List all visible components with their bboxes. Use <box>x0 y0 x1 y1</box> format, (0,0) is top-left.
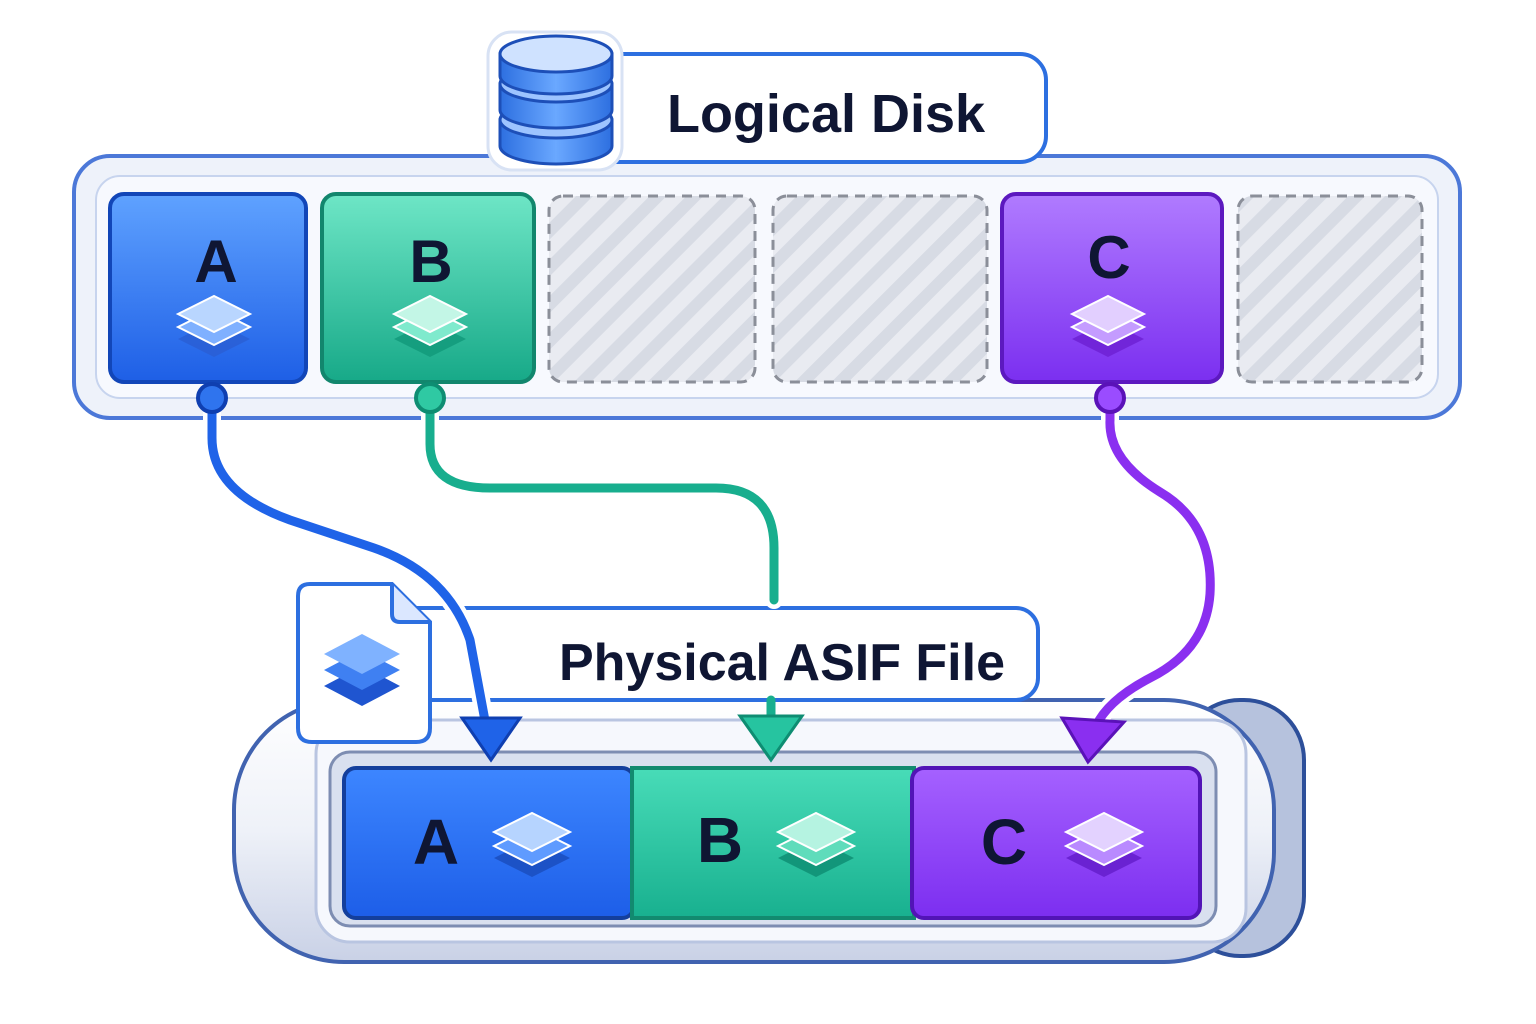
layers-icon <box>491 811 573 877</box>
logical-slot-empty-1 <box>547 194 757 384</box>
file-icon <box>296 582 432 744</box>
physical-file-title: Physical ASIF File <box>559 634 1005 692</box>
logical-block-label-b: B <box>409 228 452 295</box>
logical-slot-c: C <box>1000 192 1224 384</box>
mapping-arrow-c <box>1059 382 1220 765</box>
mapping-arrow-b <box>414 382 805 763</box>
layers-icon <box>175 294 253 357</box>
anchor-dot <box>414 382 446 414</box>
layers-icon <box>1069 294 1147 357</box>
database-icon <box>486 30 624 172</box>
logical-disk-title: Logical Disk <box>667 84 986 144</box>
layers-icon <box>391 294 469 357</box>
anchor-dot <box>1094 382 1126 414</box>
physical-block-label-b: B <box>697 804 743 876</box>
logical-slot-empty-2 <box>771 194 989 384</box>
layers-icon <box>1063 811 1145 877</box>
physical-block-c: C <box>910 766 1202 920</box>
physical-block-a: A <box>342 766 636 920</box>
layers-icon <box>775 811 857 877</box>
physical-block-b: B <box>630 766 916 920</box>
logical-slot-empty-3 <box>1236 194 1424 384</box>
anchor-dot <box>196 382 228 414</box>
logical-block-label-c: C <box>1087 224 1130 291</box>
logical-slot-b: B <box>320 192 536 384</box>
physical-block-label-c: C <box>981 806 1027 878</box>
layers-icon <box>324 634 400 706</box>
mapping-arrow-a <box>196 382 523 763</box>
physical-block-label-a: A <box>413 806 459 878</box>
logical-slot-a: A <box>108 192 308 384</box>
logical-block-label-a: A <box>194 228 237 295</box>
